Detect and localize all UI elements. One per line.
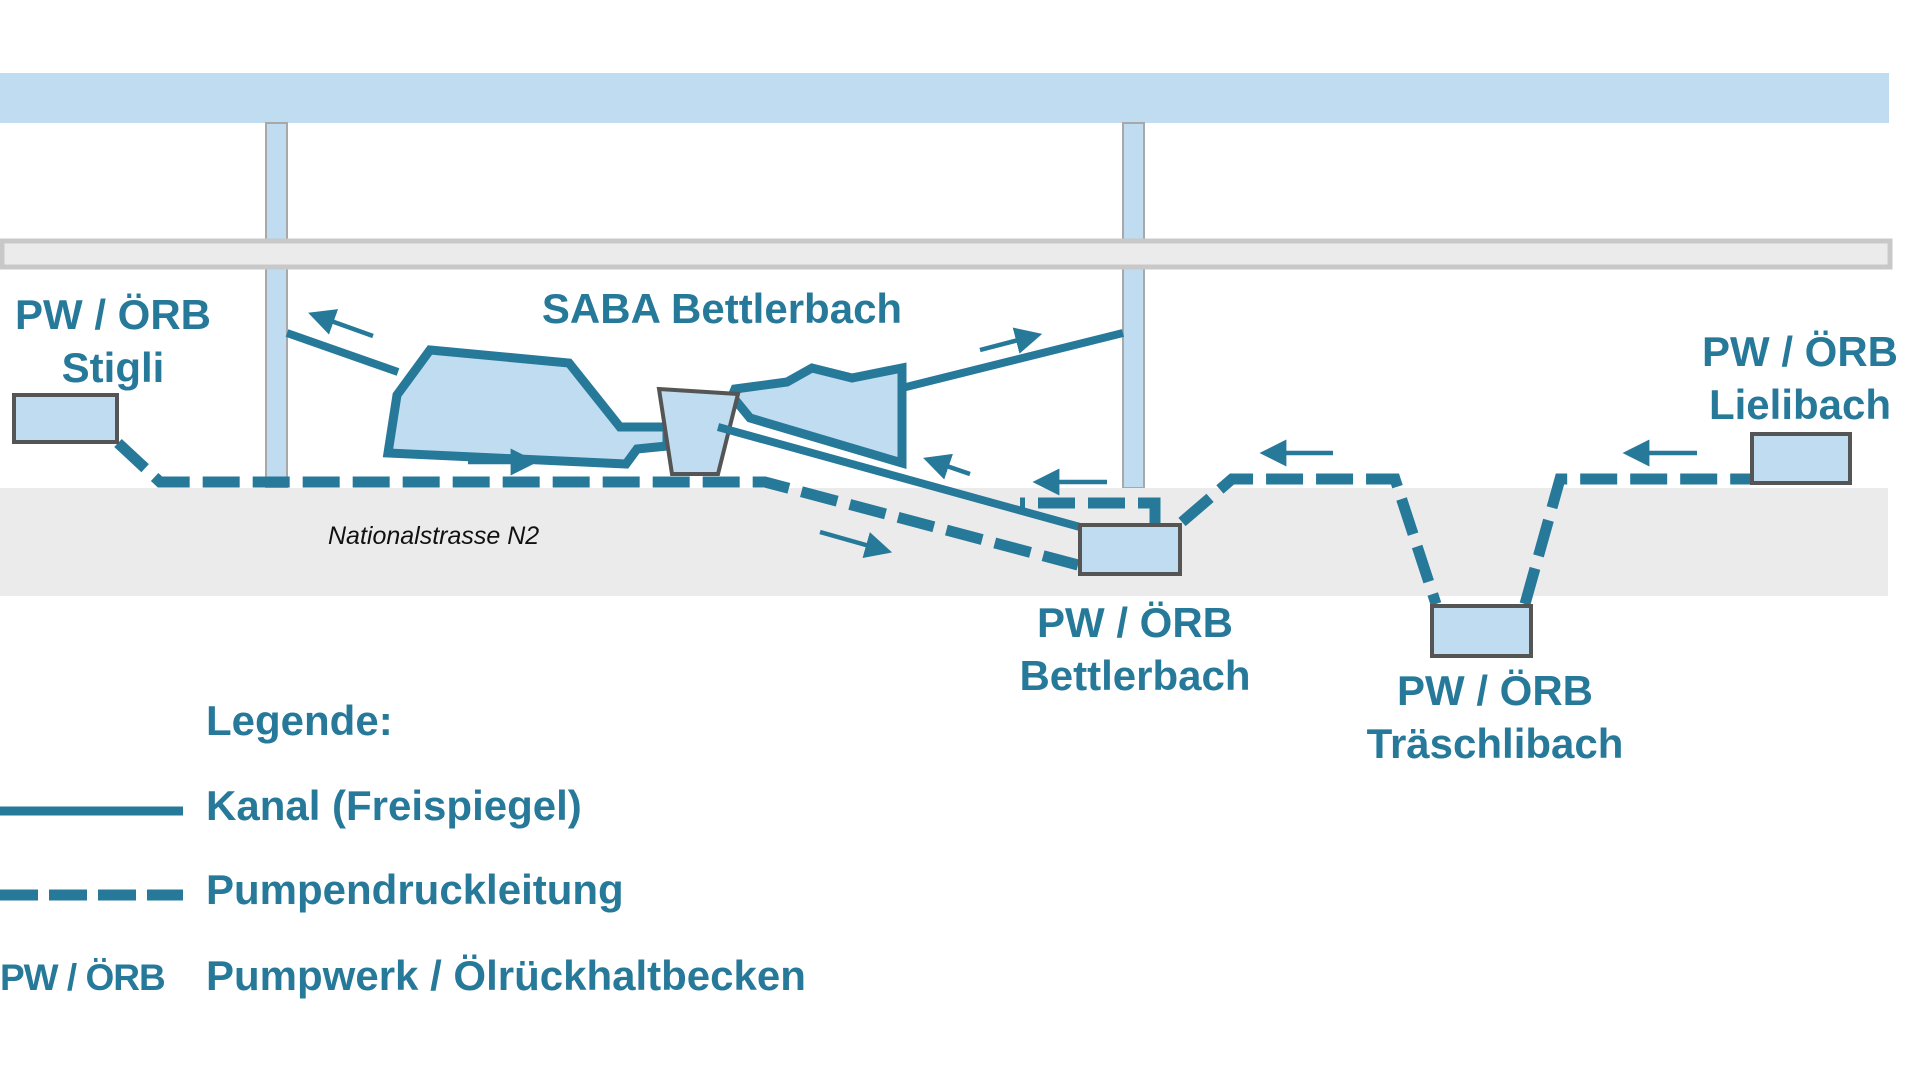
legend-item-canal: Kanal (Freispiegel) xyxy=(206,782,582,829)
pump-station-lielibach xyxy=(1750,432,1852,485)
label-stigli-line2: Stigli xyxy=(61,344,165,391)
canal-saba-to-right-stream xyxy=(901,329,1124,392)
river-band xyxy=(0,73,1889,123)
label-saba-line1: SABA Bettlerbach xyxy=(541,285,903,332)
arrow-icon xyxy=(923,453,971,480)
label-bettlerbach: PW / ÖRB Bettlerbach xyxy=(1010,596,1260,702)
legend-item-pump-station: Pumpwerk / Ölrückhaltbecken xyxy=(206,952,806,999)
pump-station-bettlerbach xyxy=(1078,523,1182,576)
legend-abbreviation: PW / ÖRB xyxy=(0,957,166,998)
left-stream-channel xyxy=(265,122,288,489)
road-label: Nationalstrasse N2 xyxy=(328,522,540,550)
label-lielibach: PW / ÖRB Lielibach xyxy=(1695,325,1905,431)
label-stigli: PW / ÖRB Stigli xyxy=(8,288,218,394)
arrow-icon xyxy=(979,327,1043,354)
label-traeschlibach: PW / ÖRB Träschlibach xyxy=(1355,664,1635,770)
flow-arrows xyxy=(308,309,1697,559)
saba-basin-right xyxy=(726,362,907,470)
motorway-band xyxy=(0,488,1888,596)
label-traeschlibach-line1: PW / ÖRB xyxy=(1397,667,1593,714)
pressure-main-stigli xyxy=(114,438,1080,571)
label-saba: SABA Bettlerbach xyxy=(527,282,917,335)
arrow-icon xyxy=(819,529,893,559)
arrow-icon xyxy=(308,309,374,339)
saba-treatment-unit xyxy=(656,386,741,476)
right-stream-channel xyxy=(1122,122,1145,489)
railway-bar xyxy=(0,238,1893,270)
label-lielibach-line2: Lielibach xyxy=(1708,381,1892,428)
pressure-mains xyxy=(114,438,1752,606)
label-bettlerbach-line2: Bettlerbach xyxy=(1019,652,1251,699)
label-bettlerbach-line1: PW / ÖRB xyxy=(1037,599,1233,646)
saba-basin-left xyxy=(382,345,672,469)
label-lielibach-line1: PW / ÖRB xyxy=(1702,328,1898,375)
pressure-main-bettlerbach-loop xyxy=(1020,497,1161,523)
pump-station-traeschlibach xyxy=(1430,604,1533,658)
canal-saba-to-bettlerbach xyxy=(716,423,1082,531)
canal-lines xyxy=(285,329,1124,531)
pressure-main-traeschlibach xyxy=(1519,473,1752,606)
label-stigli-line1: PW / ÖRB xyxy=(15,291,211,338)
canal-saba-to-left-stream xyxy=(285,329,400,376)
legend-item-pressure-main: Pumpendruckleitung xyxy=(206,866,624,913)
pump-station-stigli xyxy=(12,393,119,444)
pressure-main-bettlerbach-east xyxy=(1178,473,1442,606)
label-traeschlibach-line2: Träschlibach xyxy=(1366,720,1624,767)
legend-title: Legende: xyxy=(206,697,393,744)
